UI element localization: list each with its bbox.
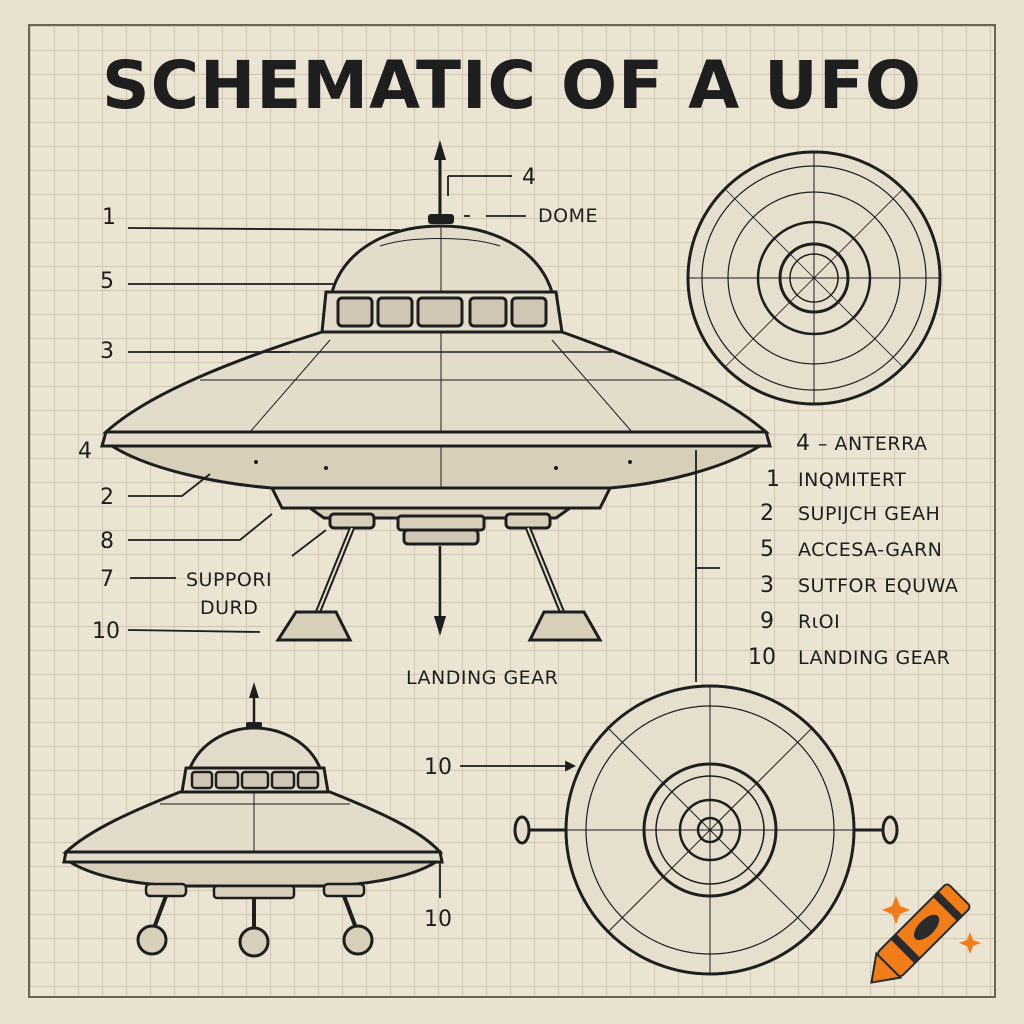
legend-num-1: 1 xyxy=(766,467,780,492)
callout-left-3: 3 xyxy=(100,339,114,364)
callout-landing-gear: LANDING GEAR xyxy=(406,667,558,689)
legend-text-0: – ANTERRA xyxy=(818,433,928,455)
callout-left-7: 7 xyxy=(100,567,114,592)
sparkle-icon xyxy=(959,932,981,954)
sparkle-icon xyxy=(882,896,910,924)
callout-left-4: 4 xyxy=(78,439,92,464)
callout-dome-label: DOME xyxy=(538,205,598,227)
crayon-icon xyxy=(870,883,971,984)
callout-left-2: 2 xyxy=(100,485,114,510)
legend-text-5: RιOI xyxy=(798,611,840,633)
parts-legend: 4 – ANTERRA 1 INQMITERT 2 SUPIJCH GEAH 5… xyxy=(748,431,958,670)
callout-left-10: 10 xyxy=(92,619,120,644)
legend-text-1: INQMITERT xyxy=(798,469,906,491)
legend-text-6: LANDING GEAR xyxy=(798,647,950,669)
small-ufo-drawing xyxy=(62,682,444,958)
callout-left-5: 5 xyxy=(100,269,114,294)
top-view-drawing xyxy=(686,150,942,406)
callout-support-2: DURD xyxy=(200,597,258,619)
page-title: SCHEMATIC OF A UFO xyxy=(102,47,922,124)
callout-bottom-10-left: 10 xyxy=(424,755,452,780)
callout-bottom-10-right: 10 xyxy=(424,907,452,932)
main-ufo-drawing xyxy=(100,140,772,642)
callout-support-1: SUPPORI xyxy=(186,569,272,591)
legend-num-5: 9 xyxy=(760,609,774,634)
legend-num-3: 5 xyxy=(760,537,774,562)
bottom-view-drawing xyxy=(513,684,899,976)
leader-lines xyxy=(127,175,720,898)
callout-antenna-num: 4 xyxy=(522,165,536,190)
legend-num-2: 2 xyxy=(760,501,774,526)
callout-left-8: 8 xyxy=(100,529,114,554)
legend-text-4: SUTFOR EQUWA xyxy=(798,575,958,597)
callout-labels: 4 DOME 1 5 3 4 2 8 7 SUPPORI DURD 10 LAN… xyxy=(78,165,598,932)
legend-num-6: 10 xyxy=(748,645,776,670)
legend-text-3: ACCESA-GARN xyxy=(798,539,942,561)
legend-num-0: 4 xyxy=(796,431,810,456)
legend-num-4: 3 xyxy=(760,573,774,598)
callout-left-1: 1 xyxy=(102,205,116,230)
legend-text-2: SUPIJCH GEAH xyxy=(798,503,940,525)
